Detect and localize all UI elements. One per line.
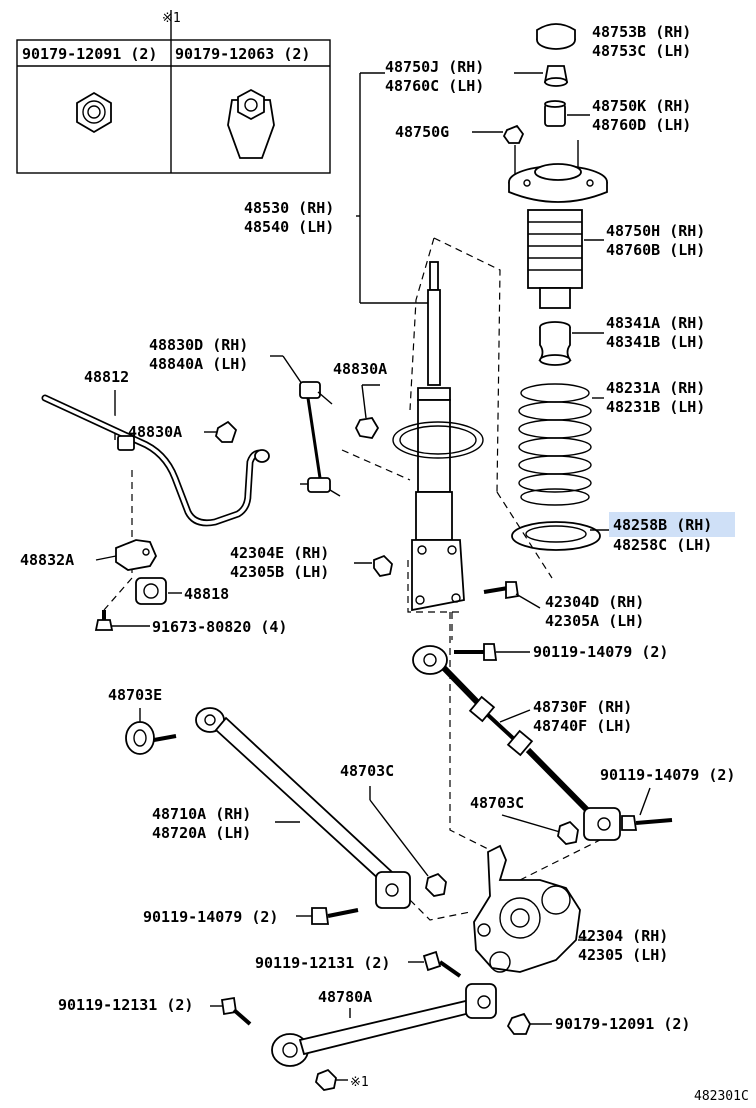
label-48258c: 48258C (LH) bbox=[613, 536, 712, 554]
bolt-42304d-icon bbox=[483, 581, 520, 600]
label-48730f: 48730F (RH) bbox=[533, 698, 632, 716]
bolt-90119c-icon bbox=[311, 907, 359, 925]
knuckle-icon bbox=[473, 844, 581, 973]
label-48750k: 48750K (RH) bbox=[592, 97, 691, 115]
dust-boot-icon bbox=[527, 209, 583, 309]
label-48540: 48540 (LH) bbox=[244, 218, 334, 236]
lateral-arm-icon bbox=[412, 645, 621, 841]
nut-48830a-top-icon bbox=[354, 417, 380, 439]
label-91673: 91673-80820 (4) bbox=[152, 618, 287, 636]
inset-col2-label: 90179-12063 (2) bbox=[175, 45, 310, 63]
label-48818: 48818 bbox=[184, 585, 229, 603]
bolt-90119d-icon bbox=[422, 950, 462, 978]
label-48830a-top: 48830A bbox=[333, 360, 387, 378]
nut-48750g-icon bbox=[502, 124, 525, 144]
inset-note-mark: ※1 bbox=[162, 11, 181, 26]
hex-nut-icon bbox=[76, 91, 112, 134]
label-90119c: 90119-14079 (2) bbox=[143, 908, 278, 926]
label-90119d: 90119-12131 (2) bbox=[255, 954, 390, 972]
label-42305: 42305 (LH) bbox=[578, 946, 668, 964]
label-48760b: 48760B (LH) bbox=[606, 241, 705, 259]
label-48760c: 48760C (LH) bbox=[385, 77, 484, 95]
label-48750h: 48750H (RH) bbox=[606, 222, 705, 240]
nut-48703c-right-icon bbox=[557, 820, 579, 845]
strut-dashed-outline bbox=[341, 237, 553, 613]
bushing-48703e-icon bbox=[125, 721, 177, 755]
nut-42304e-icon bbox=[373, 554, 393, 577]
label-48530: 48530 (RH) bbox=[244, 199, 334, 217]
cap-48753-icon bbox=[536, 23, 576, 50]
label-48830d: 48830D (RH) bbox=[149, 336, 248, 354]
label-48703c-right: 48703C bbox=[470, 794, 524, 812]
label-90119b: 90119-14079 (2) bbox=[600, 766, 735, 784]
label-48830a-left: 48830A bbox=[128, 423, 182, 441]
trailing-arm-icon bbox=[195, 707, 411, 909]
label-48341b: 48341B (LH) bbox=[606, 333, 705, 351]
bump-stop-icon bbox=[538, 321, 572, 366]
label-42304e: 42304E (RH) bbox=[230, 544, 329, 562]
label-48840a: 48840A (LH) bbox=[149, 355, 248, 373]
stabilizer-link-icon bbox=[299, 381, 341, 497]
label-48760d: 48760D (LH) bbox=[592, 116, 691, 134]
label-48812: 48812 bbox=[84, 368, 129, 386]
bolt-90119b-icon bbox=[621, 815, 673, 831]
label-48231b: 48231B (LH) bbox=[606, 398, 705, 416]
bottom-note-mark: ※1 bbox=[350, 1075, 369, 1090]
spring-insulator-icon bbox=[511, 521, 601, 551]
bolt-90119e-icon bbox=[220, 996, 252, 1026]
stabilizer-bar-icon bbox=[41, 394, 270, 527]
label-42305a: 42305A (LH) bbox=[545, 612, 644, 630]
label-48750g: 48750G bbox=[395, 123, 449, 141]
label-48780a: 48780A bbox=[318, 988, 372, 1006]
bushing-48818-icon bbox=[135, 577, 167, 605]
bolt-90119a-icon bbox=[454, 643, 498, 661]
bolt-91673-icon bbox=[94, 610, 114, 631]
label-48720a: 48720A (LH) bbox=[152, 824, 251, 842]
bracket-48832a-icon bbox=[115, 539, 158, 571]
nut-90179-icon bbox=[506, 1012, 532, 1035]
upper-support-icon bbox=[508, 140, 608, 203]
strut-rod-icon bbox=[271, 983, 497, 1067]
label-48753c: 48753C (LH) bbox=[592, 42, 691, 60]
label-48231a: 48231A (RH) bbox=[606, 379, 705, 397]
label-48703e: 48703E bbox=[108, 686, 162, 704]
coil-spring-icon bbox=[518, 383, 592, 506]
nut-48703c-mid-icon bbox=[425, 872, 447, 897]
label-48750j: 48750J (RH) bbox=[385, 58, 484, 76]
label-48753b: 48753B (RH) bbox=[592, 23, 691, 41]
nut-bottom-icon bbox=[315, 1068, 337, 1091]
label-48703c-mid: 48703C bbox=[340, 762, 394, 780]
flange-nut-icon bbox=[227, 88, 275, 159]
label-48832a: 48832A bbox=[20, 551, 74, 569]
figure-id: 482301C bbox=[694, 1089, 749, 1104]
highlight-48258b bbox=[609, 512, 735, 537]
shock-absorber-icon bbox=[392, 261, 484, 612]
label-42304d: 42304D (RH) bbox=[545, 593, 644, 611]
label-90179: 90179-12091 (2) bbox=[555, 1015, 690, 1033]
label-90119a: 90119-14079 (2) bbox=[533, 643, 668, 661]
label-48710a: 48710A (RH) bbox=[152, 805, 251, 823]
label-90119e: 90119-12131 (2) bbox=[58, 996, 193, 1014]
nut-48750j-icon bbox=[543, 65, 569, 87]
label-48258b: 48258B (RH) bbox=[613, 516, 712, 534]
inset-col1-label: 90179-12091 (2) bbox=[22, 45, 157, 63]
label-48341a: 48341A (RH) bbox=[606, 314, 705, 332]
nut-48830a-left-icon bbox=[215, 420, 238, 443]
label-42304: 42304 (RH) bbox=[578, 927, 668, 945]
label-42305b: 42305B (LH) bbox=[230, 563, 329, 581]
bushing-48750k-icon bbox=[544, 100, 566, 127]
label-48740f: 48740F (LH) bbox=[533, 717, 632, 735]
inset-box: ※1 90179-12091 (2) 90179-12063 (2) bbox=[16, 10, 331, 174]
